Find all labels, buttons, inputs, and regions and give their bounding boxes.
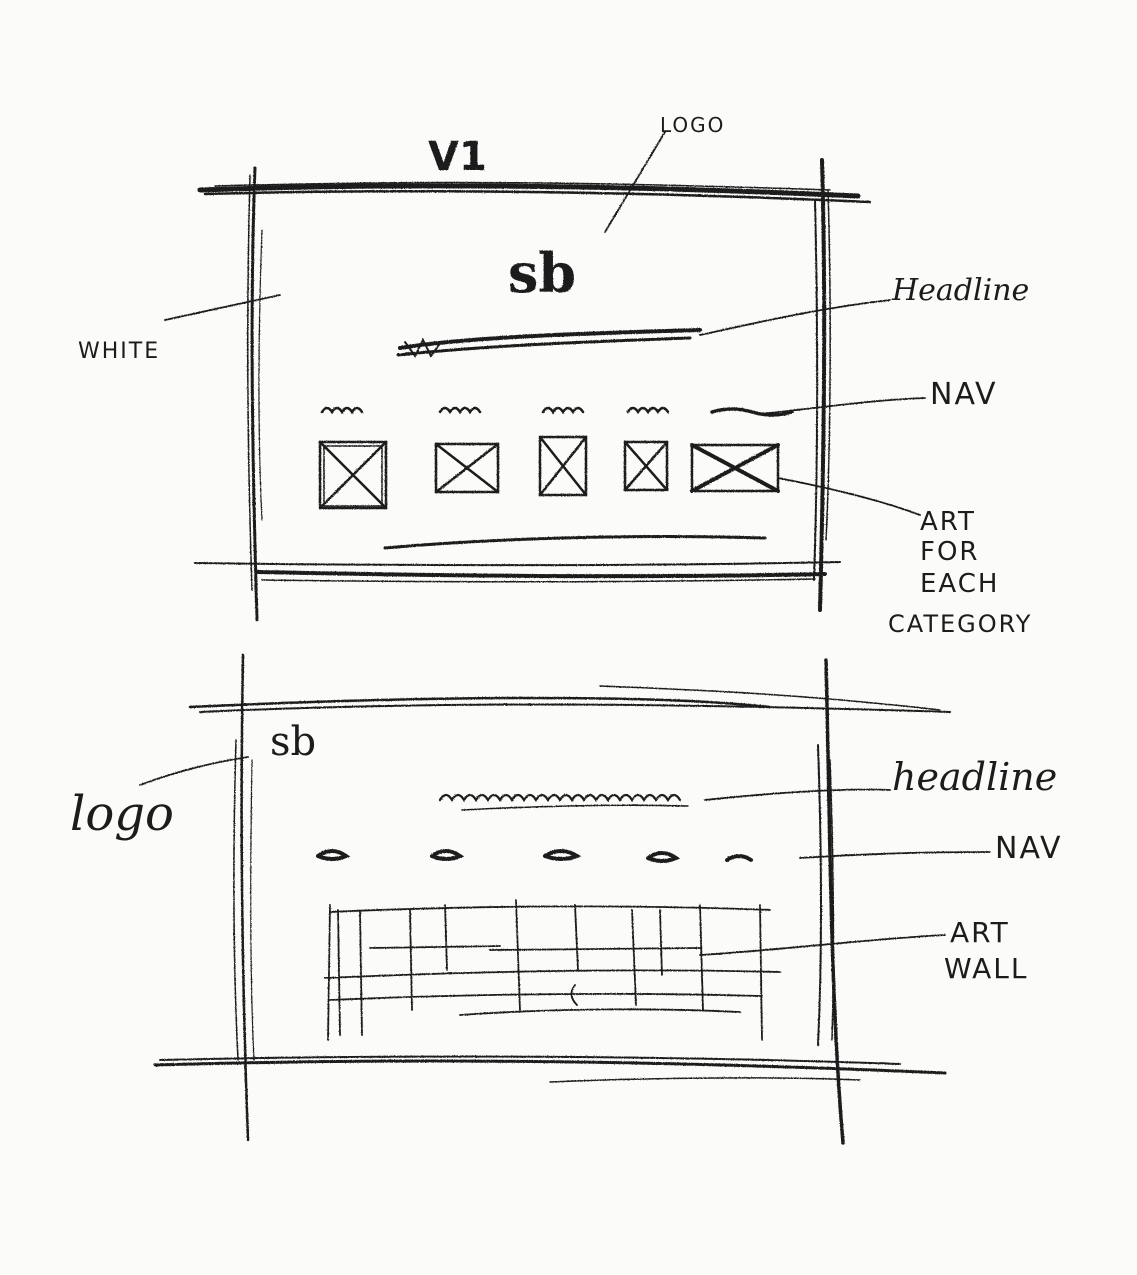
nav-item [320, 406, 364, 415]
frame-2-right-edge [817, 658, 845, 1145]
art-tile [318, 440, 388, 510]
nav-scribbles [316, 849, 753, 863]
annotation-leaders [164, 131, 926, 516]
annotation-white: WHITE [78, 339, 160, 364]
nav-item [626, 406, 670, 415]
annotation-headline: Headline [891, 273, 1029, 308]
headline-scribble [396, 328, 702, 358]
frame-2-top-edge [188, 685, 951, 713]
annotation-art-line-2: WALL [944, 952, 1029, 985]
wireframe-2-annotations: sb logo headline NAV ART WALL [70, 719, 1063, 985]
annotation-art-line-4: CATEGORY [888, 610, 1032, 638]
art-tile [434, 442, 500, 494]
wireframe-1-annotations: LOGO WHITE Headline NAV ART FOR EACH CAT… [78, 113, 1032, 638]
art-tile [538, 435, 588, 497]
wireframe-1: V1 sb [164, 131, 926, 622]
nav-item [438, 406, 482, 415]
nav-item [543, 849, 582, 861]
annotation-logo: logo [70, 786, 174, 842]
nav-item [316, 849, 351, 861]
art-tile [690, 443, 780, 493]
frame-2-bottom-edge [153, 1055, 947, 1083]
annotation-art-line-2: FOR [920, 537, 980, 567]
art-tiles [318, 435, 780, 510]
annotation-nav: NAV [930, 377, 998, 412]
nav-item [541, 406, 585, 415]
frame-1-left-edge [247, 166, 263, 622]
annotation-logo: LOGO [660, 113, 725, 137]
nav-item [725, 854, 753, 862]
logo-mark: sb [270, 719, 316, 765]
annotation-headline: headline [892, 755, 1057, 799]
frame-1-right-edge [813, 158, 831, 612]
annotation-nav: NAV [995, 831, 1063, 866]
annotation-art-line-3: EACH [920, 569, 999, 599]
logo-mark: sb [508, 241, 576, 305]
nav-item [646, 851, 681, 863]
annotation-art-line-1: ART [950, 916, 1010, 949]
art-tile [623, 440, 669, 492]
frame-2-left-edge [233, 653, 255, 1142]
annotation-leaders [139, 756, 991, 956]
frame-1-top-edge [197, 181, 872, 204]
frame-1-bottom-edge [194, 561, 841, 583]
nav-item [430, 849, 465, 861]
headline-scribble [438, 793, 689, 811]
nav-item [710, 407, 794, 417]
wireframe-2 [139, 653, 991, 1145]
version-label: V1 [428, 134, 487, 180]
footer-scribble [383, 534, 767, 550]
art-wall-grid [324, 899, 781, 1041]
annotation-art-line-1: ART [920, 507, 976, 537]
nav-scribbles [320, 406, 794, 417]
